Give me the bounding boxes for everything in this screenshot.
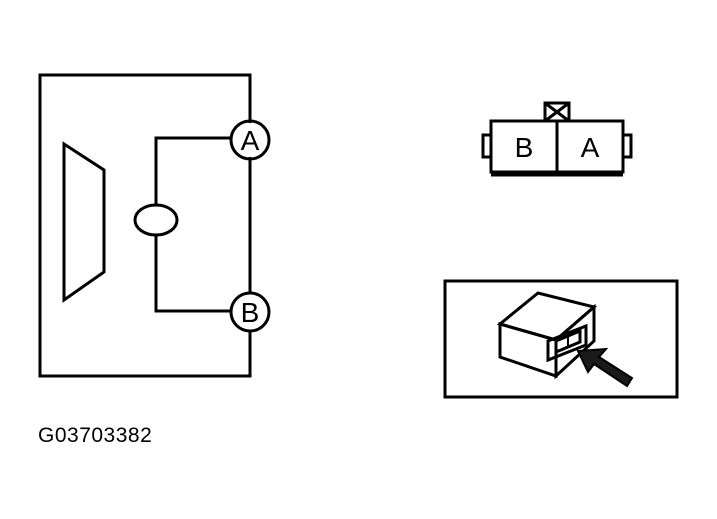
housing-outline [38, 73, 252, 378]
inset-frame [443, 279, 679, 399]
terminal-b: B [229, 291, 271, 333]
circuit-wire-bottom [154, 236, 231, 313]
connector-opening-inner [554, 328, 582, 355]
connector-3d-icon [496, 291, 598, 380]
cavity-a-label: A [581, 132, 600, 163]
figure-id-label: G03703382 [38, 424, 153, 447]
connector-opening [546, 323, 588, 363]
locator-arrow-icon [576, 347, 634, 388]
lock-tab-icon [543, 101, 571, 123]
cavity-b-label: B [515, 132, 534, 163]
terminal-b-circle [229, 291, 271, 333]
terminal-a-circle [229, 119, 271, 161]
terminal-b-label: B [241, 297, 260, 328]
component-schematic: A B [38, 73, 271, 378]
connector-face-view: B A [481, 101, 633, 177]
connector-side-face [554, 303, 596, 380]
right-latch [621, 133, 633, 159]
circuit-wire-top [154, 136, 231, 205]
terminal-a: A [229, 119, 271, 161]
lens-reflector-icon [62, 141, 106, 303]
connector-locator-inset [443, 279, 679, 399]
terminal-a-label: A [241, 125, 260, 156]
lock-tab-cross-2 [544, 101, 570, 123]
bulb-filament-icon [133, 203, 179, 237]
left-latch [481, 133, 493, 159]
